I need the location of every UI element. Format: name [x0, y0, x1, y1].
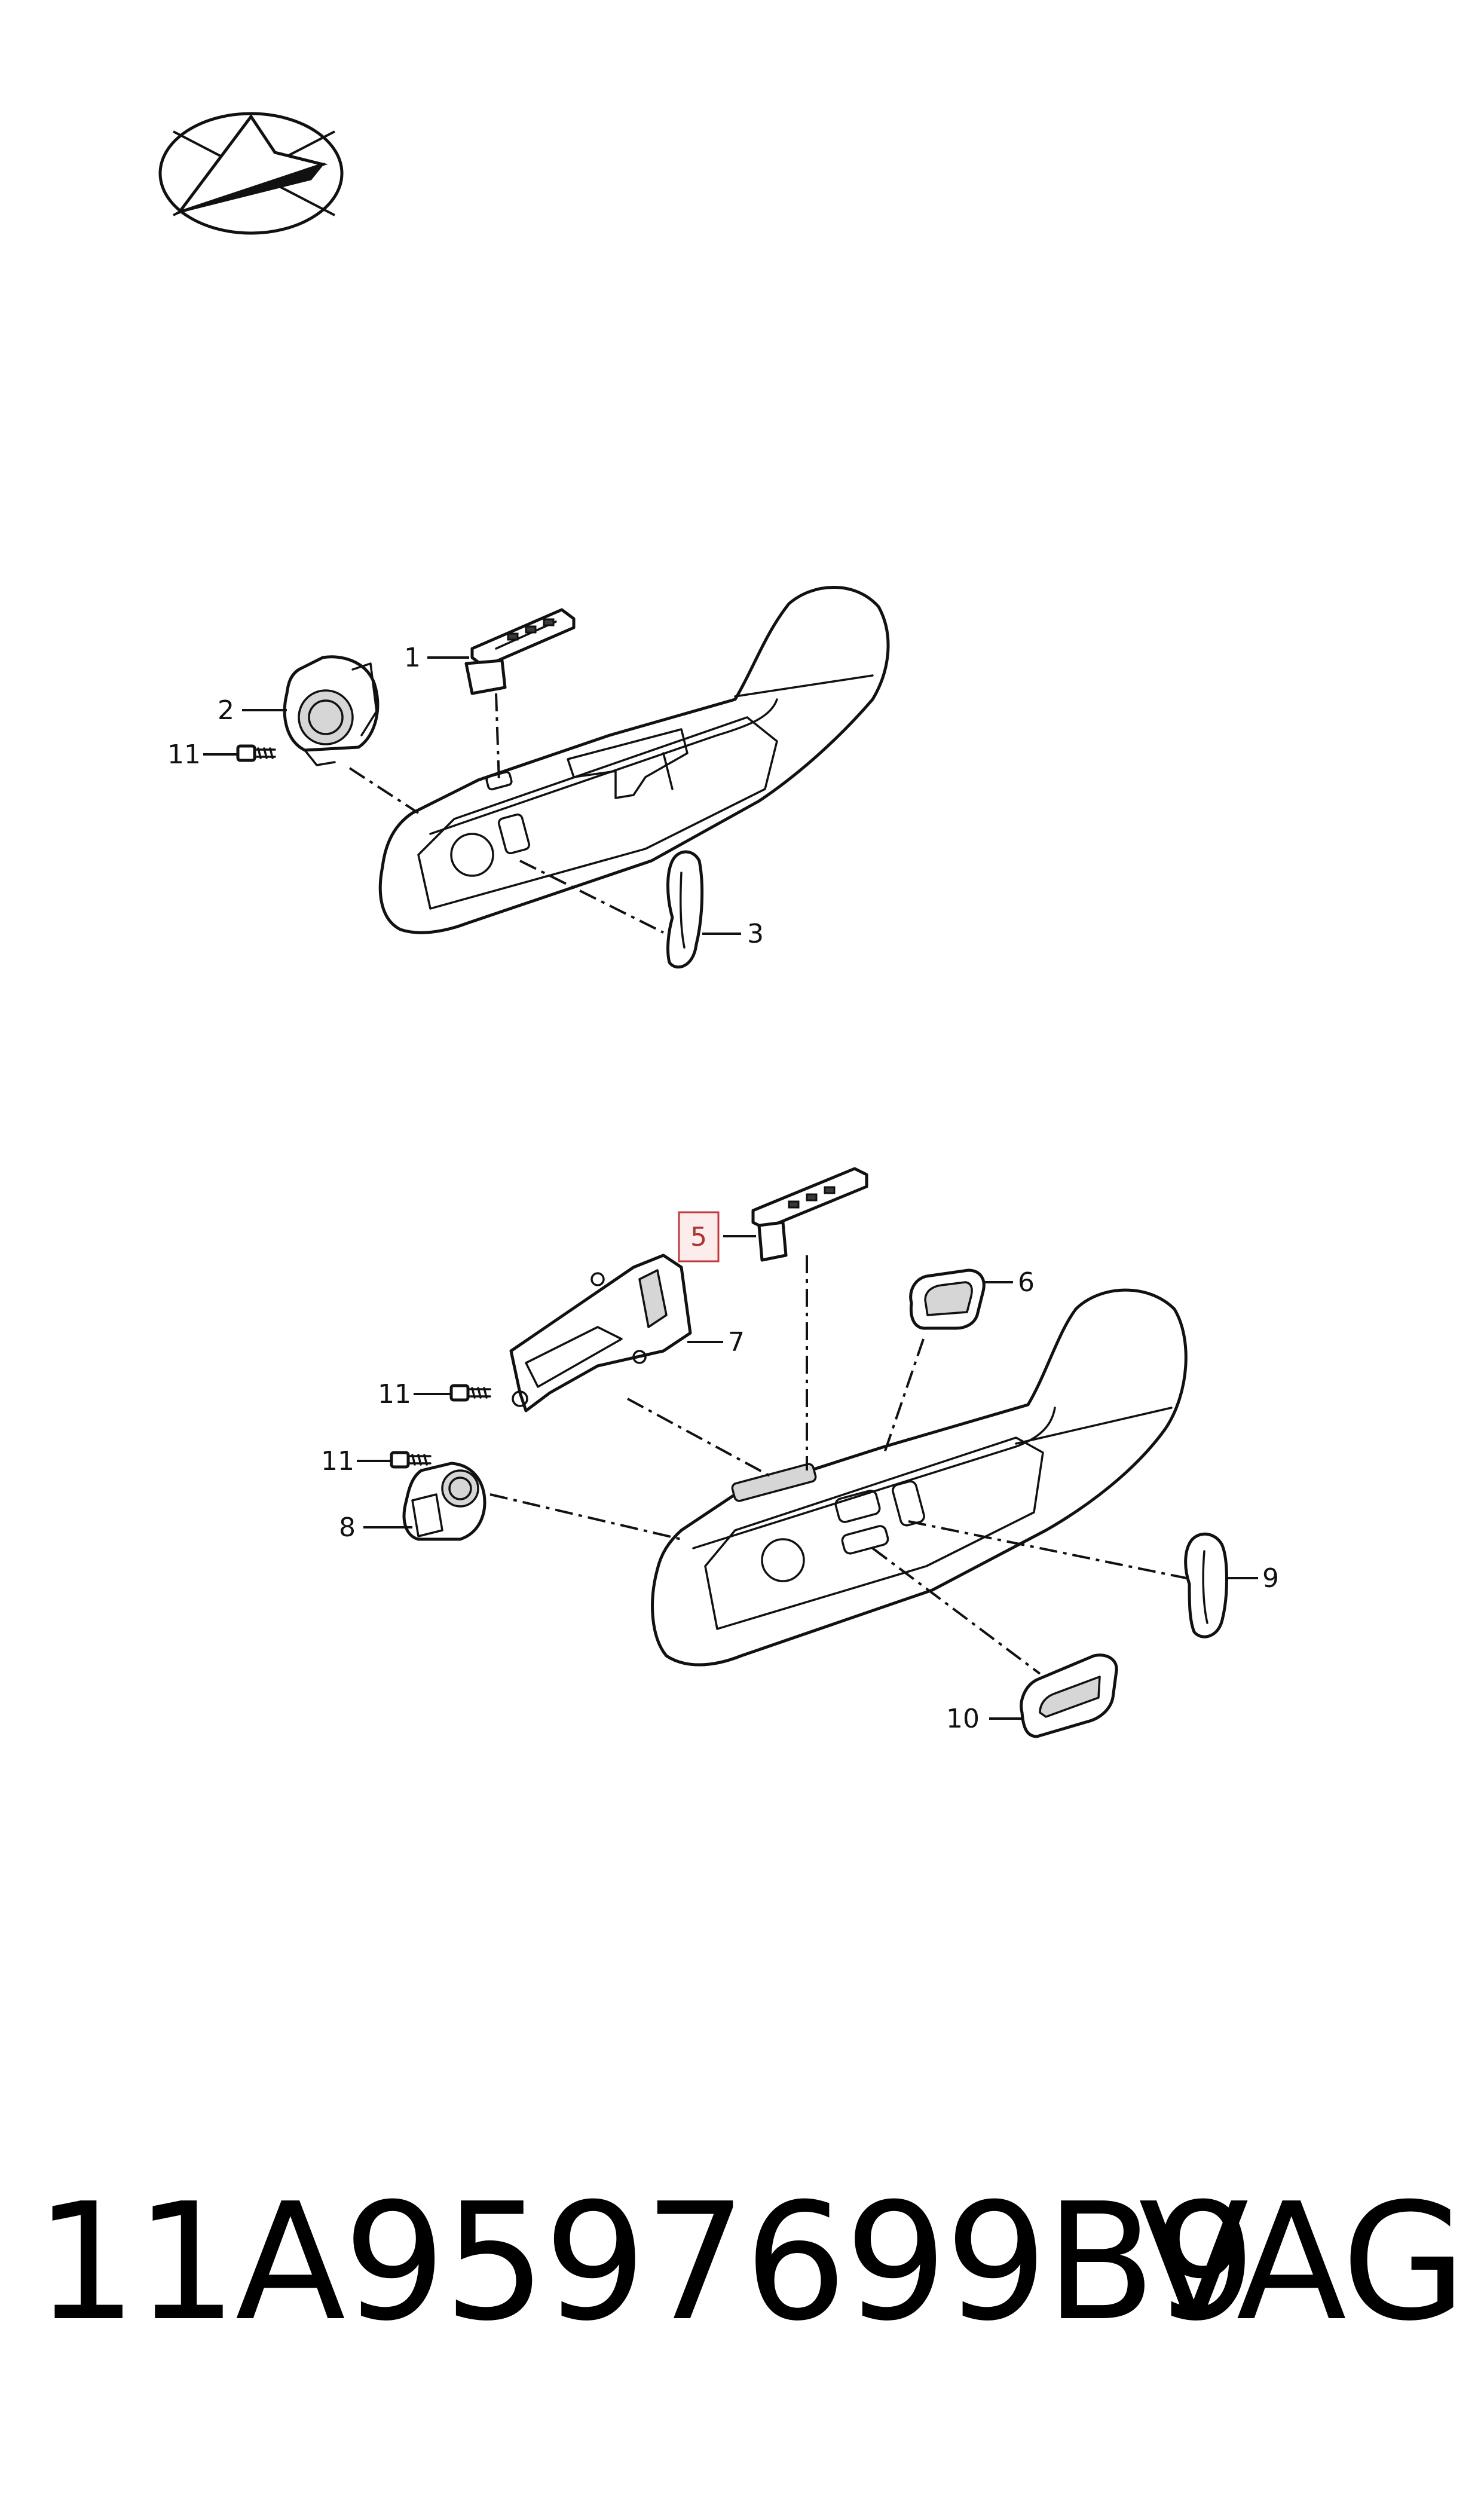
callout-8: 8	[339, 1512, 356, 1543]
callout-11-upper: 11	[167, 739, 201, 770]
callout-3: 3	[747, 919, 764, 949]
part-number-label: 11A9597699B9	[35, 2168, 1256, 2356]
lower-seat-trim-panel	[651, 1288, 1188, 1667]
callout-10: 10	[946, 1704, 980, 1734]
part-11-screw-upper	[236, 744, 276, 762]
callout-2: 2	[218, 695, 234, 726]
brand-label: VAG	[1139, 2168, 1467, 2356]
part-11-screw-lower-b	[390, 1451, 432, 1469]
part-9-cap	[1184, 1532, 1228, 1638]
part-10-cover	[1020, 1653, 1118, 1738]
part-6-button	[909, 1268, 986, 1330]
callout-labels: 1 2 11 3 5 6 7 11 11 8 9 10	[167, 643, 1279, 1734]
part-5-seat-switch	[751, 1167, 868, 1262]
callout-5-highlight-box	[678, 1211, 720, 1262]
part-11-screw-lower-a	[449, 1384, 491, 1402]
part-8-knob-assembly	[402, 1462, 486, 1541]
callout-6: 6	[1018, 1267, 1035, 1298]
part-2-bracket-knob	[283, 655, 380, 766]
callout-7: 7	[728, 1327, 745, 1358]
part-3-cap	[666, 850, 704, 969]
callout-5: 5	[690, 1222, 707, 1252]
part-7-bracket	[509, 1254, 692, 1413]
brand-logo	[158, 112, 344, 235]
upper-seat-trim-panel	[378, 586, 890, 934]
upper-assembly	[236, 586, 890, 969]
callout-1: 1	[404, 643, 421, 673]
part-1-seat-switch	[464, 608, 576, 695]
callout-11-lower-b: 11	[321, 1446, 354, 1476]
callout-9: 9	[1262, 1563, 1279, 1594]
callout-11-lower-a: 11	[378, 1379, 411, 1410]
lower-assembly	[390, 1167, 1228, 1738]
leader-lines	[203, 656, 1258, 1720]
